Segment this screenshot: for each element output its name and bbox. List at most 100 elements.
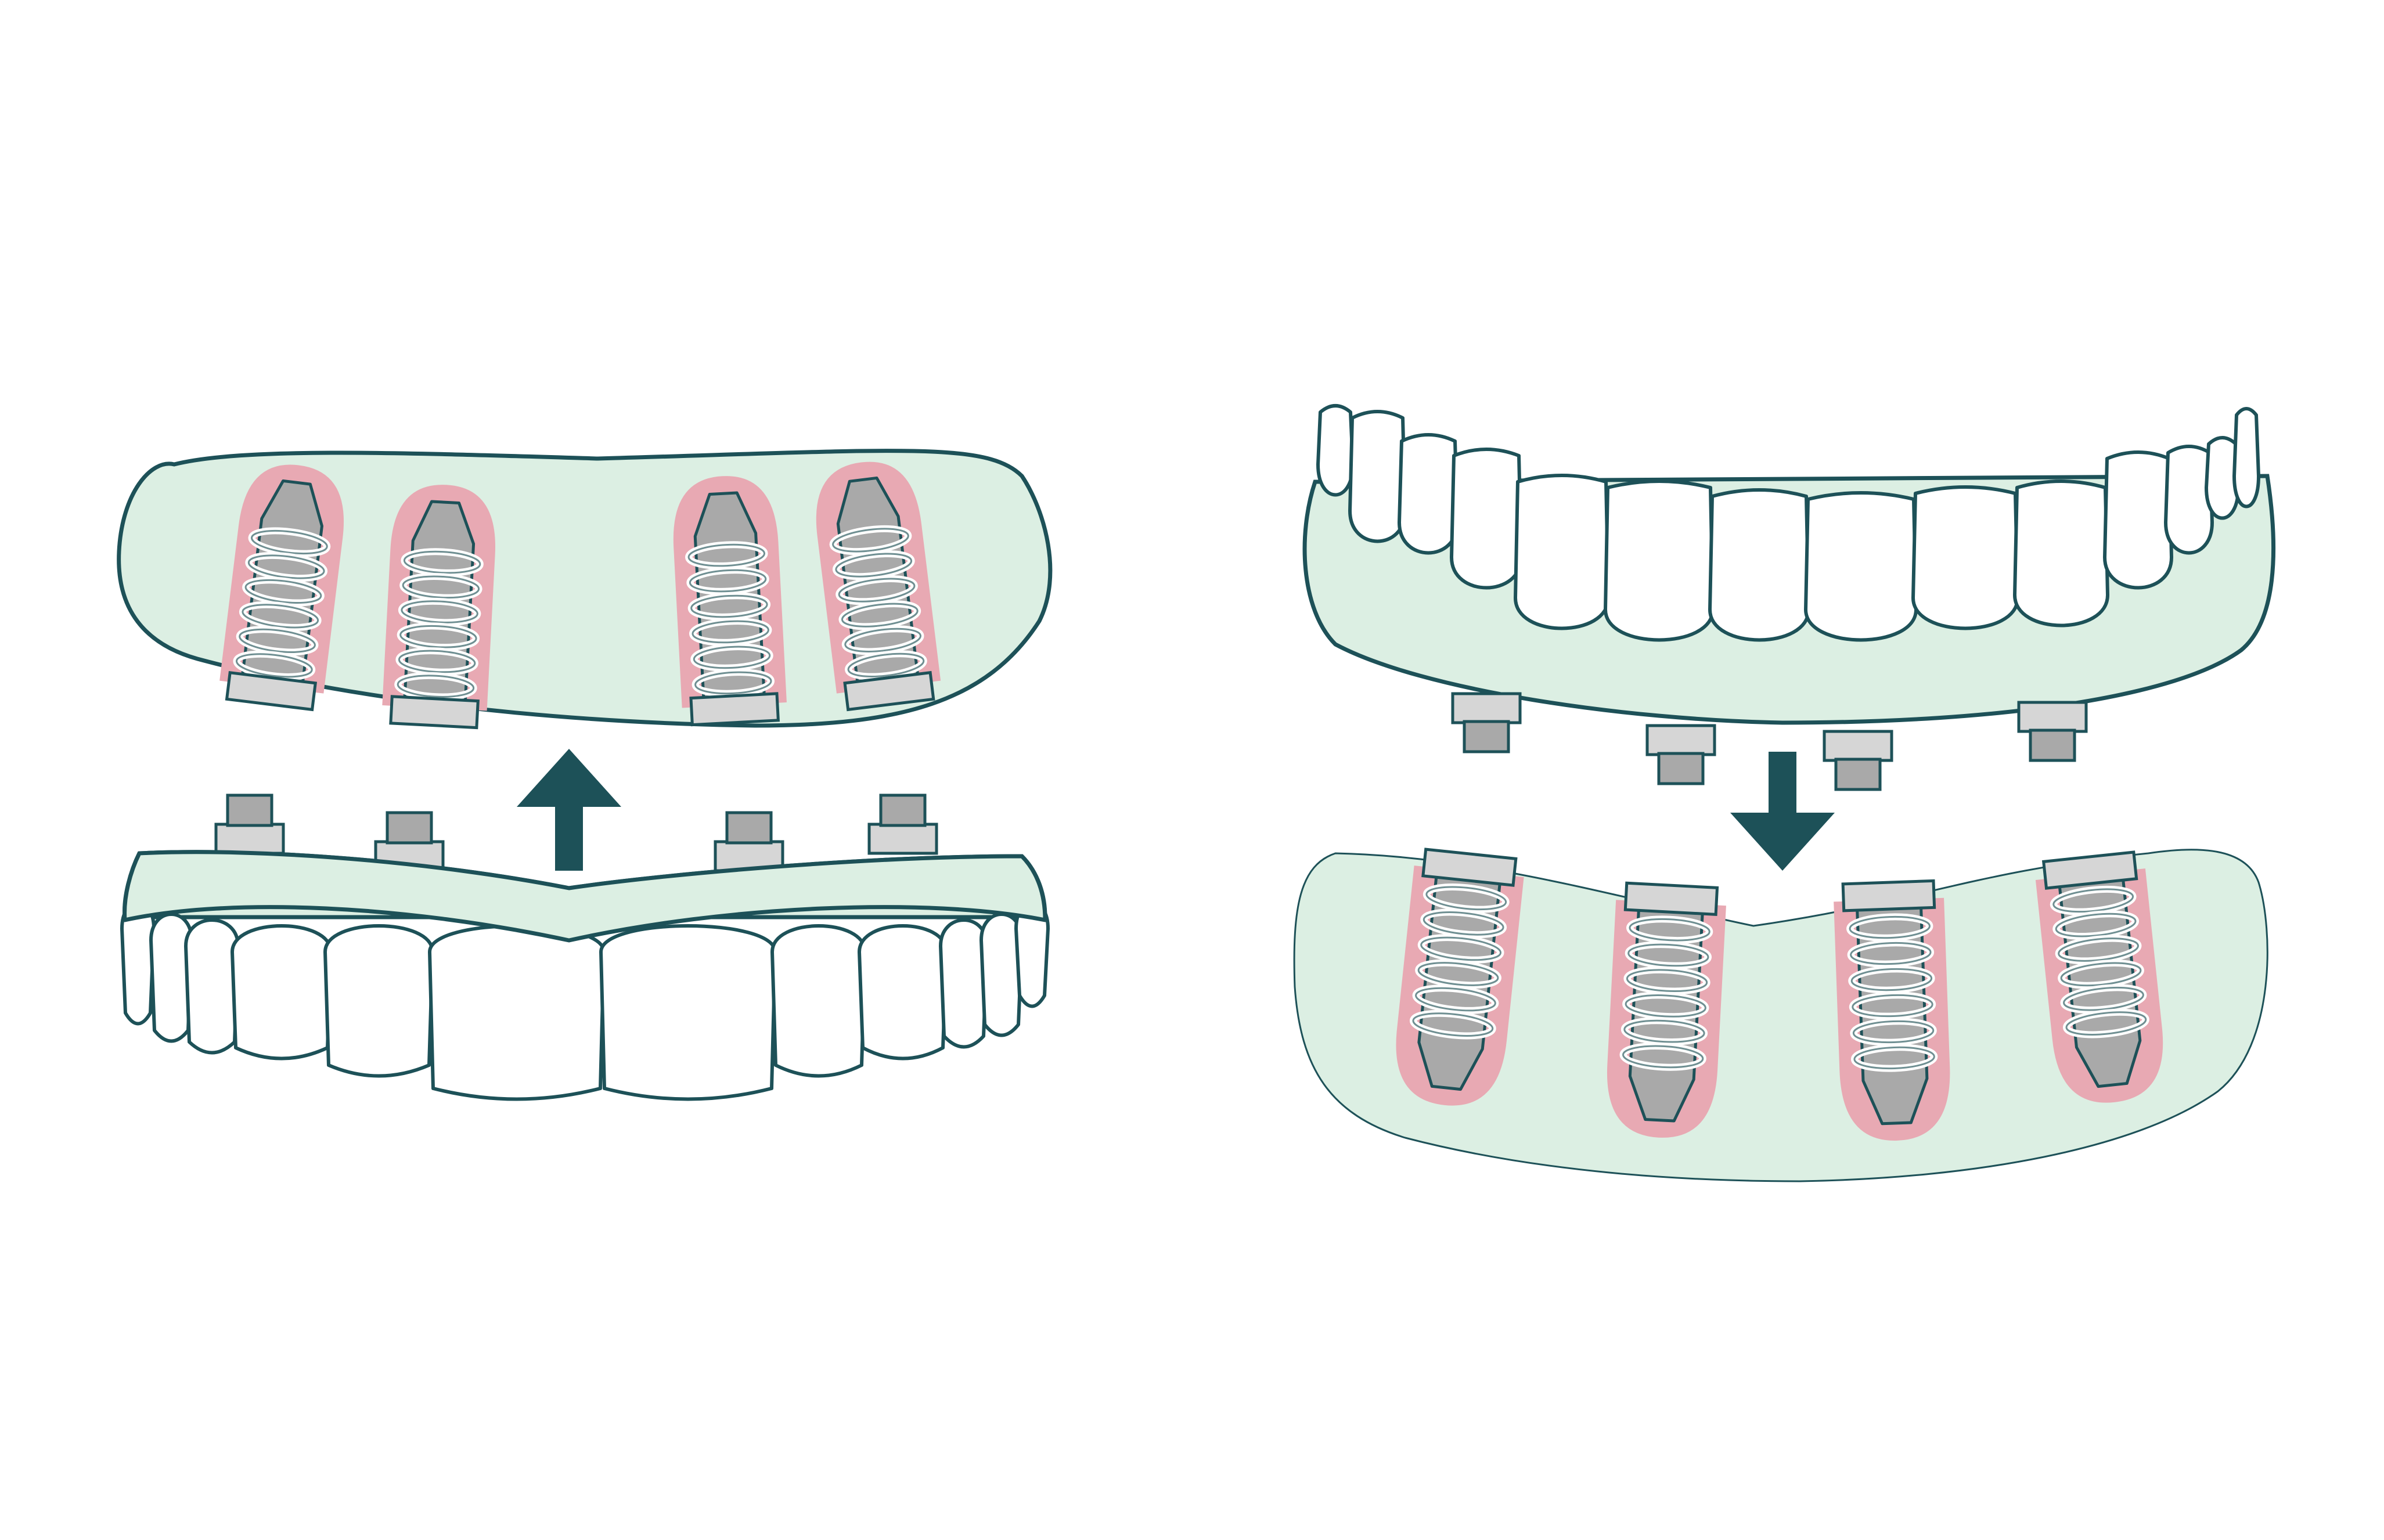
upper-tooth bbox=[858, 924, 948, 1061]
lower-implant-2 bbox=[1607, 881, 1726, 1138]
implant-thread-edge bbox=[838, 578, 916, 603]
lower-tooth bbox=[1450, 448, 1523, 590]
lower-implant-4 bbox=[2035, 850, 2163, 1103]
implant-cap bbox=[225, 670, 318, 712]
lower-tooth bbox=[1348, 410, 1407, 543]
implant-thread-edge bbox=[2060, 962, 2142, 987]
upper-tooth bbox=[184, 918, 240, 1055]
lower-tooth bbox=[1514, 474, 1610, 630]
implant-thread-edge bbox=[2058, 937, 2139, 962]
upper-tooth bbox=[599, 924, 777, 1101]
implant-thread-edge bbox=[244, 579, 322, 604]
lower-implant-3 bbox=[1834, 879, 1950, 1141]
abutment-post bbox=[1657, 752, 1705, 785]
implant-thread-edge bbox=[1853, 1046, 1935, 1070]
implant-thread-edge bbox=[239, 628, 316, 653]
implant-thread-edge bbox=[690, 594, 768, 618]
implant-thread-edge bbox=[251, 529, 328, 555]
implant-thread-edge bbox=[403, 550, 481, 574]
upper-jaw-gum-edge bbox=[123, 850, 1047, 943]
abutment-post bbox=[725, 811, 773, 845]
implant-thread-edge bbox=[1420, 936, 1502, 961]
lower-tooth bbox=[2013, 479, 2109, 627]
upper-implant-1 bbox=[219, 464, 344, 712]
implant-thread-edge bbox=[689, 569, 767, 593]
abutment-post bbox=[226, 794, 273, 827]
implant-cap bbox=[1623, 881, 1719, 916]
implant-thread-edge bbox=[2055, 913, 2137, 937]
implant-cap bbox=[2041, 850, 2138, 890]
lower-arch-panel bbox=[1293, 404, 2276, 1182]
implant-thread-edge bbox=[1415, 987, 1496, 1012]
implant-thread-edge bbox=[687, 543, 766, 567]
implant-thread-edge bbox=[401, 600, 478, 623]
upper-implant-2 bbox=[382, 485, 496, 730]
implant-thread-edge bbox=[235, 653, 313, 678]
upper-abutment-1 bbox=[214, 794, 285, 855]
lower-abutment-3 bbox=[1823, 730, 1893, 791]
abutment-base bbox=[2017, 701, 2088, 733]
implant-cap bbox=[843, 670, 935, 712]
abutment-base bbox=[214, 823, 285, 855]
implant-cap bbox=[1841, 879, 1936, 913]
implant-thread-edge bbox=[832, 528, 909, 553]
implant-thread-edge bbox=[247, 554, 325, 579]
implant-thread-edge bbox=[402, 575, 480, 599]
implant-thread-edge bbox=[1627, 943, 1709, 967]
lower-tooth bbox=[1708, 488, 1810, 642]
implant-thread-edge bbox=[1852, 994, 1933, 1018]
implant-thread-edge bbox=[1423, 911, 1504, 936]
implant-thread-edge bbox=[2065, 1011, 2147, 1036]
lower-tooth bbox=[2232, 407, 2260, 508]
implant-thread-edge bbox=[1629, 918, 1710, 942]
implant-thread-edge bbox=[1625, 994, 1706, 1018]
implant-cap bbox=[1421, 847, 1518, 887]
upper-tooth bbox=[770, 924, 867, 1078]
abutment-base bbox=[1645, 724, 1716, 756]
lower-abutment-1 bbox=[1451, 692, 1522, 753]
implant-thread-edge bbox=[835, 553, 913, 578]
abutment-post bbox=[879, 794, 927, 827]
abutment-post bbox=[1463, 720, 1510, 753]
implant-thread-edge bbox=[399, 625, 477, 648]
lower-tooth bbox=[1604, 479, 1715, 642]
implant-thread-edge bbox=[398, 650, 476, 673]
lower-tooth bbox=[1804, 491, 1918, 642]
implant-thread-edge bbox=[1425, 886, 1507, 911]
implant-thread-edge bbox=[847, 652, 925, 677]
upper-tooth bbox=[231, 924, 333, 1061]
lower-abutment-4 bbox=[2017, 701, 2088, 762]
implant-thread-edge bbox=[1412, 1012, 1494, 1037]
lower-tooth bbox=[1911, 485, 2019, 630]
implant-thread-edge bbox=[694, 671, 772, 695]
upper-tooth bbox=[428, 924, 606, 1101]
implant-thread-edge bbox=[397, 675, 475, 698]
lower-tooth bbox=[1316, 404, 1355, 497]
implant-thread-edge bbox=[1623, 1019, 1705, 1043]
abutment-post bbox=[386, 811, 433, 845]
abutment-base bbox=[1823, 730, 1893, 762]
implant-thread-edge bbox=[693, 645, 771, 669]
upper-tooth bbox=[323, 924, 434, 1078]
implant-thread-edge bbox=[692, 620, 769, 644]
implant-thread-edge bbox=[1622, 1045, 1704, 1069]
lower-jaw-base bbox=[1293, 849, 2268, 1182]
implant-thread-edge bbox=[1852, 1020, 1935, 1044]
implant-thread-edge bbox=[2063, 986, 2144, 1011]
implant-thread-edge bbox=[844, 627, 921, 652]
implant-thread-edge bbox=[242, 604, 319, 629]
implant-thread-edge bbox=[1850, 968, 1933, 991]
implant-thread-edge bbox=[841, 603, 919, 627]
lower-abutment-2 bbox=[1645, 724, 1716, 785]
implant-thread-edge bbox=[1850, 942, 1932, 965]
abutment-post bbox=[2029, 728, 2076, 762]
lower-tooth bbox=[1398, 433, 1459, 555]
implant-cap bbox=[689, 692, 780, 727]
upper-implant-4 bbox=[816, 461, 941, 712]
upper-implant-3 bbox=[673, 476, 787, 727]
abutment-base bbox=[867, 823, 938, 855]
abutment-post bbox=[1834, 758, 1882, 791]
upper-abutment-4 bbox=[867, 794, 938, 855]
